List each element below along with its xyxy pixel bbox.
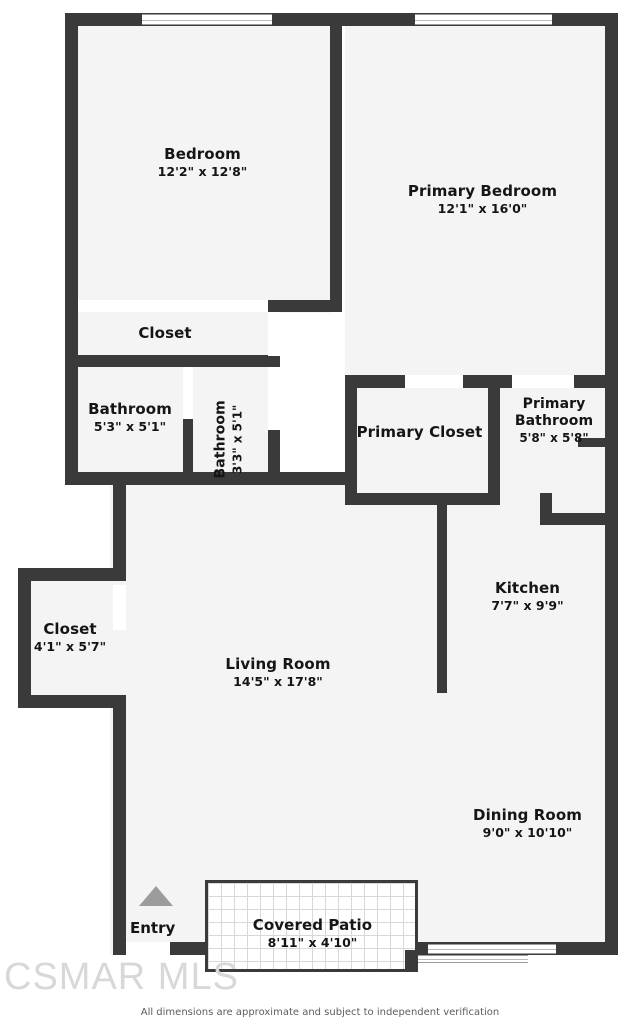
living-room-floor [110,480,445,955]
door-bathroom-half [268,367,280,430]
disclaimer-note: All dimensions are approximate and subje… [140,1007,500,1018]
wall-bathrooms-divider [183,418,193,478]
closet-entry-wall-left [18,568,31,708]
window-bedroom-north [142,14,272,25]
wall-bedrooms-divider [330,13,342,313]
entry-label: Entry [130,919,176,937]
closet-entry-wall-top [18,568,126,581]
mls-watermark: CSMAR MLS [4,956,239,998]
closet-entry-floor [18,568,126,708]
wall-primary-bath-fixture [578,438,618,447]
wall-closet-bathroom [65,355,280,367]
exterior-wall-left-mid [113,480,126,570]
exterior-wall-left-lower [113,695,126,955]
opening-corridor-primary [330,312,342,384]
bedroom-floor [65,13,340,313]
opening-closet-corridor [268,312,280,356]
covered-patio-area [205,880,418,972]
closet-hall-floor [65,305,280,363]
wall-living-top [280,472,350,485]
window-primary-bedroom-north [415,14,552,25]
wall-halfbath-right [268,430,280,478]
primary-bedroom-floor [345,13,618,383]
wall-primary-closet-bath-divider [488,375,500,505]
patio-wall-right-notch [405,950,418,972]
entry-arrow-icon [139,886,173,906]
exterior-wall-bathroom-bottom [65,472,280,485]
kitchen-dining-floor [437,495,618,955]
door-primary-bathroom [512,375,574,388]
door-front-entry [126,942,170,955]
window-patio-right [418,955,528,963]
opening-bedroom-closet [78,300,268,312]
door-closet-entry [113,585,126,630]
closet-entry-wall-bottom [18,695,126,708]
bathroom-main-floor [65,360,190,485]
exterior-wall-right [605,13,618,955]
exterior-wall-left-upper [65,13,78,485]
door-bathroom-main [183,367,193,419]
bathroom-half-floor [188,360,280,485]
door-primary-closet [405,375,463,388]
wall-primary-closet-left [345,375,357,505]
wall-hall-right [437,493,447,693]
wall-primary-bath-bottom [540,513,618,525]
wall-primary-closet-bottom [345,493,500,505]
wall-primary-bedroom-bottom [345,375,618,388]
window-dining-south [428,944,556,954]
